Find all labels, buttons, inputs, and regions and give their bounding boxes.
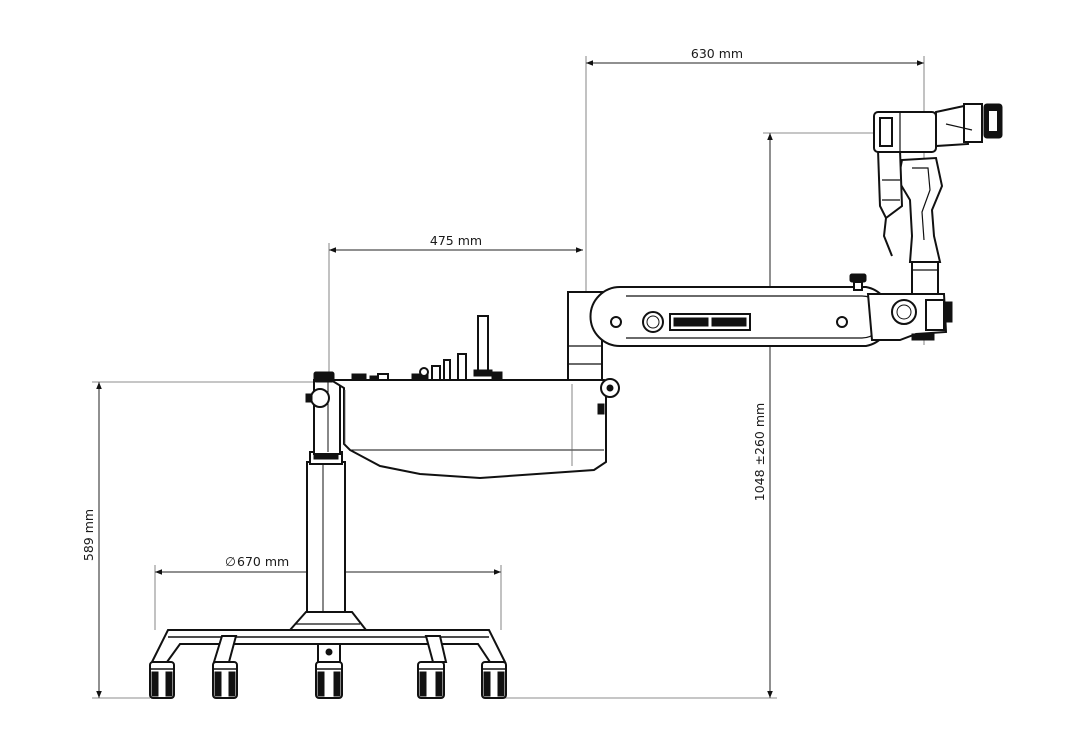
arm-pivot-left [610,316,622,328]
head-handle [896,156,944,263]
head-left-grip [876,149,904,220]
caster-2 [212,661,238,699]
dim-label-top-width: 630 mm [691,46,743,61]
column-lower-tube [306,461,346,613]
top-control-5 [443,359,451,381]
top-control-6 [457,353,467,381]
dimension-lines [92,56,925,699]
head-cable [882,217,893,257]
top-control-1 [351,373,367,381]
microscope-head [873,103,1003,295]
column-lock-knob [310,388,331,408]
top-control-7 [491,371,503,381]
dim-label-arm-reach: 475 mm [430,233,482,248]
vertical-rod [477,315,489,373]
arm-assembly [567,273,953,381]
top-control-4 [431,365,441,381]
column-assembly [287,371,369,631]
dim-label-column-height: 589 mm [81,509,96,561]
carrier-body [327,315,620,480]
base-assembly [149,629,507,699]
arm-brake-knob [642,311,664,333]
arm-pivot-right [836,316,848,328]
eyepiece-body [963,103,983,143]
head-stem [911,261,939,295]
column-cone [287,611,369,631]
caster-4 [417,661,445,699]
diameter-symbol: ∅ [225,554,236,569]
arm-top-knob [849,273,867,283]
head-joint-bottom [911,333,935,341]
dim-label-total-height: 1048 ±260 mm [752,403,767,501]
dim-label-base-diameter: 670 mm [237,554,289,569]
carrier-housing [327,379,607,480]
caster-1 [149,661,175,699]
base-leg-right-inner [424,635,448,663]
caster-5 [481,661,507,699]
head-joint-knob [891,299,917,325]
caster-3 [315,648,343,699]
